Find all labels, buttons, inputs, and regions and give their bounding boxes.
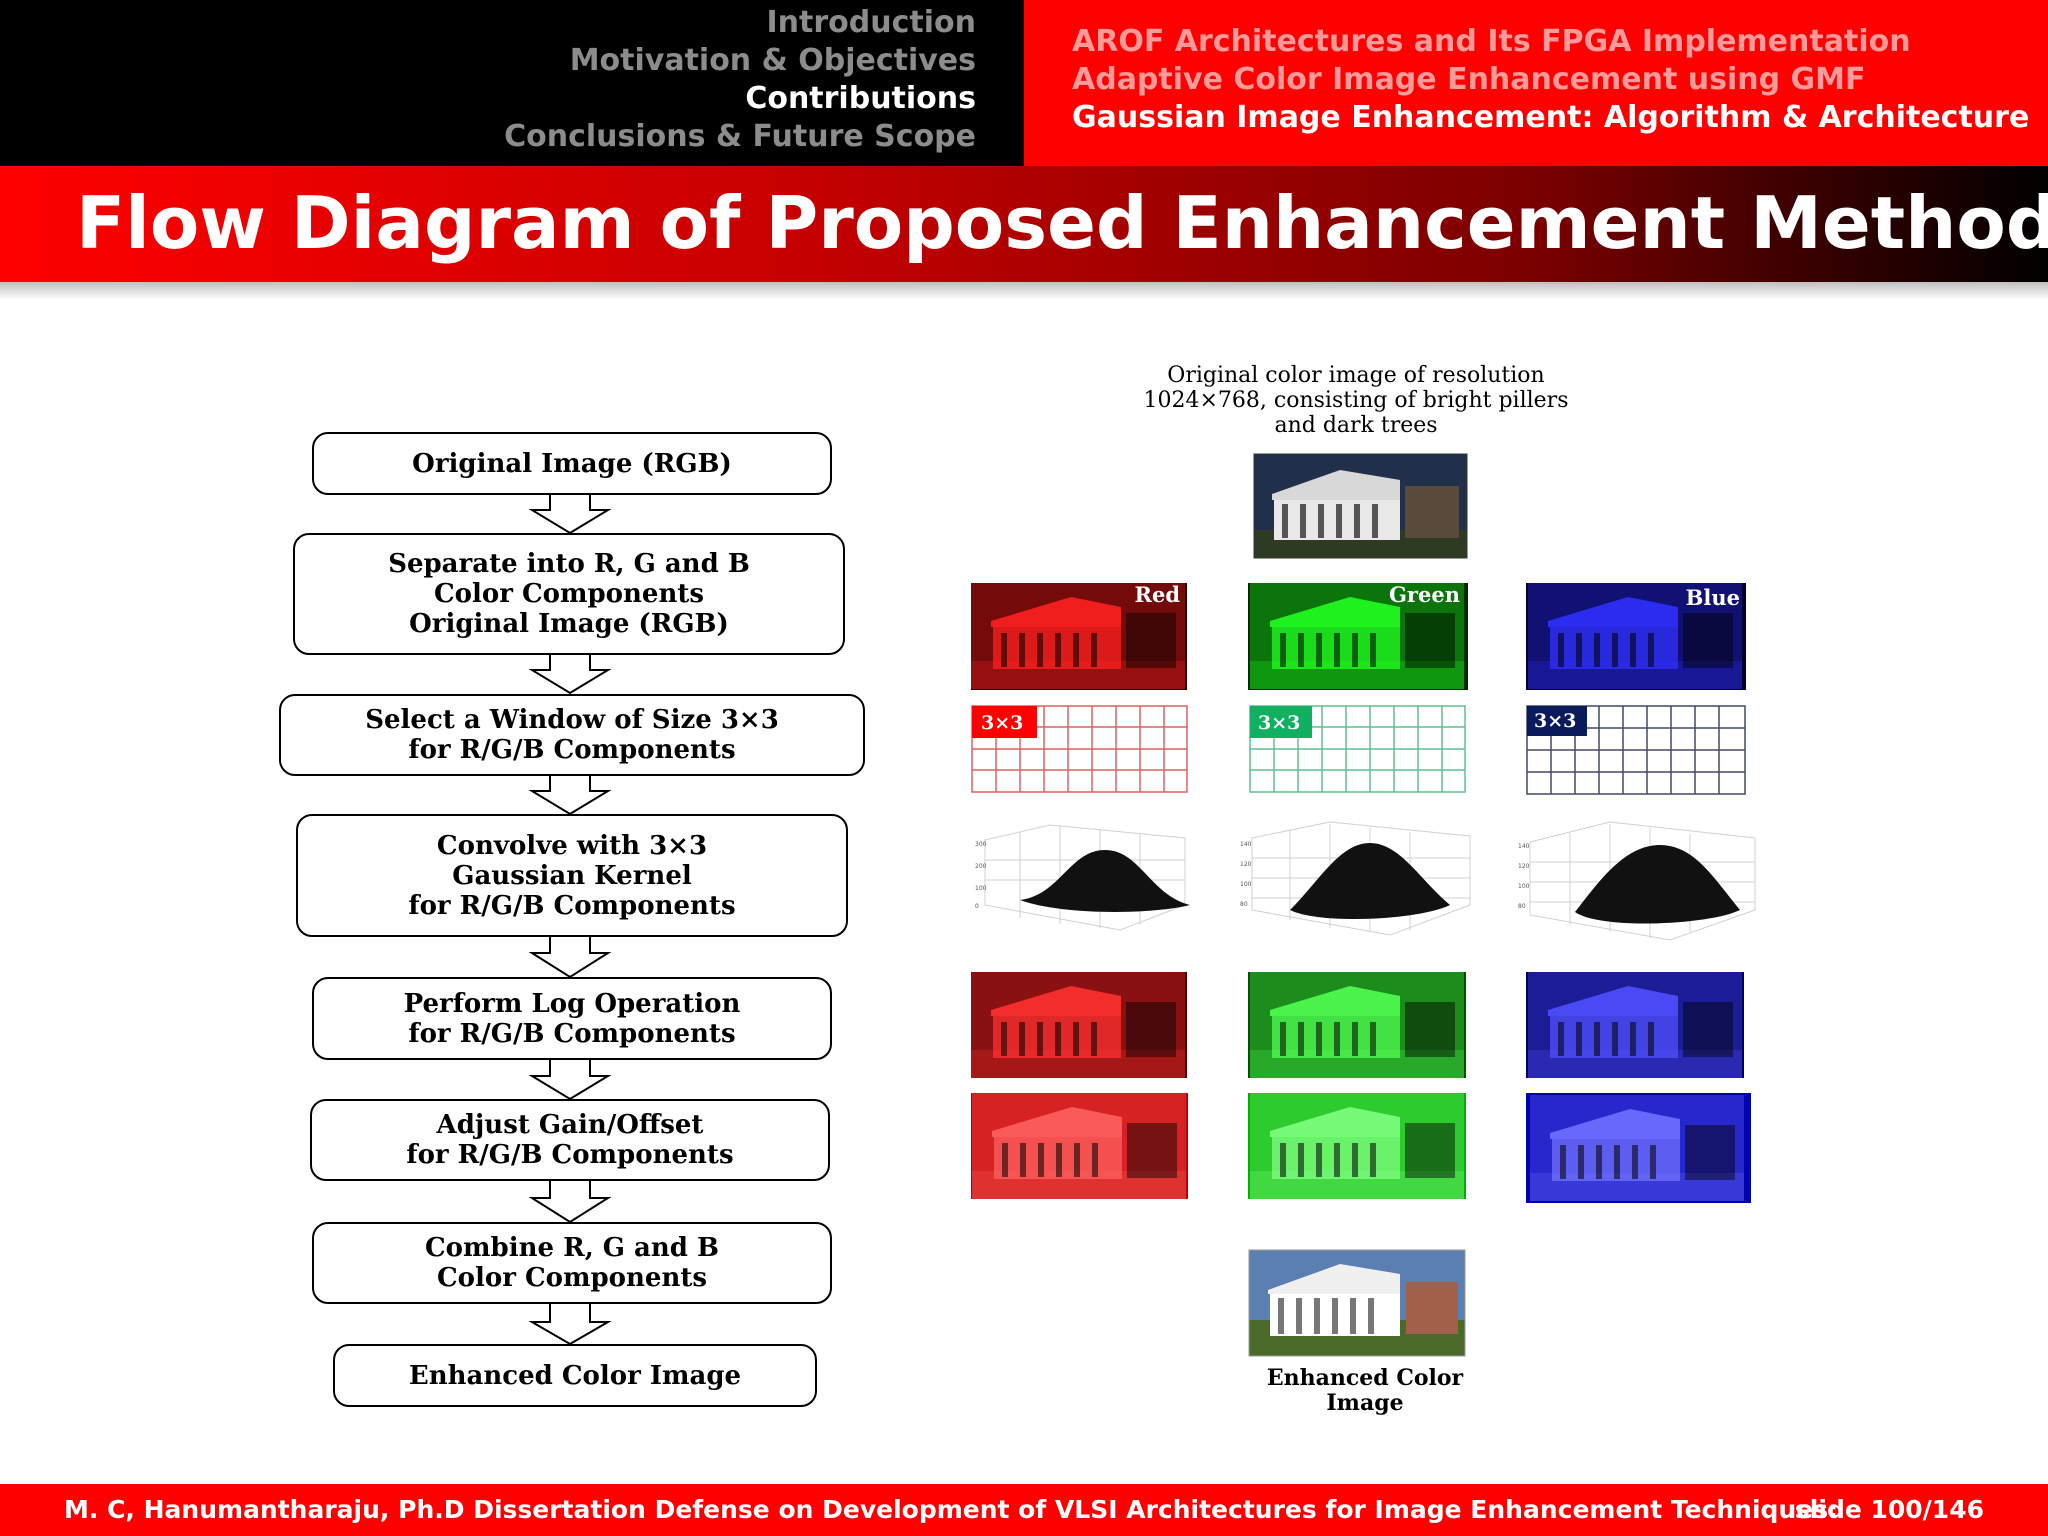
- svg-text:80: 80: [1518, 903, 1526, 910]
- flow-step-select-window: Select a Window of Size 3×3 for R/G/B Co…: [279, 694, 865, 776]
- nav-section-conclusions[interactable]: Conclusions & Future Scope: [504, 119, 976, 154]
- flow-arrow: [528, 1301, 612, 1346]
- flow-step-original-image: Original Image (RGB): [312, 432, 832, 495]
- green-gaussian-surface: 140 120 100 80: [1240, 821, 1471, 936]
- svg-text:300: 300: [975, 841, 987, 848]
- blue-gaussian-surface: 140 120 100 80: [1518, 821, 1756, 941]
- red-channel-photo: [971, 583, 1187, 690]
- title-shadow: [0, 282, 2048, 300]
- flow-step-label: Enhanced Color Image: [408, 1360, 742, 1391]
- enhanced-color-photo: [1248, 1249, 1466, 1357]
- green-log-photo: [1248, 972, 1466, 1078]
- red-window-highlight: [972, 706, 1037, 738]
- svg-text:120: 120: [1240, 861, 1252, 868]
- flow-arrow: [528, 1057, 612, 1101]
- green-gain-photo: [1248, 1093, 1466, 1199]
- svg-text:100: 100: [1240, 881, 1252, 888]
- blue-window-grid: [1526, 705, 1746, 795]
- flow-step-label: Separate into R, G and B Color Component…: [388, 549, 750, 639]
- flow-step-label: Perform Log Operation for R/G/B Componen…: [403, 988, 741, 1049]
- nav-subsection-arof[interactable]: AROF Architectures and Its FPGA Implemen…: [1072, 24, 1911, 59]
- svg-text:200: 200: [975, 863, 987, 870]
- svg-text:100: 100: [1518, 883, 1530, 890]
- svg-text:100: 100: [975, 885, 987, 892]
- flow-arrow: [528, 492, 612, 535]
- slide-number: slide 100/146: [1794, 1495, 1984, 1524]
- red-window-label: 3×3: [981, 712, 1023, 734]
- red-window-grid: [971, 705, 1188, 793]
- enhanced-image-caption: Enhanced Color Image: [1220, 1366, 1510, 1416]
- nav-section-motivation[interactable]: Motivation & Objectives: [569, 43, 976, 78]
- enhancement-illustration: Red Green Blue 3×3 3×3 3×3 300 200 100 0: [971, 453, 1756, 1357]
- nav-section-introduction[interactable]: Introduction: [766, 5, 976, 40]
- flow-step-label: Combine R, G and B Color Components: [424, 1233, 720, 1293]
- original-color-photo: [1253, 453, 1468, 559]
- caption-line: Original color image of resolution: [1167, 363, 1545, 388]
- blue-gain-photo: [1526, 1093, 1751, 1203]
- green-window-label: 3×3: [1258, 712, 1300, 734]
- svg-text:120: 120: [1518, 863, 1530, 870]
- caption-line: 1024×768, consisting of bright pillers: [1143, 388, 1569, 413]
- blue-window-highlight: [1527, 706, 1587, 736]
- subsection-nav: AROF Architectures and Its FPGA Implemen…: [1024, 0, 2048, 166]
- flow-step-gain-offset: Adjust Gain/Offset for R/G/B Components: [310, 1099, 830, 1181]
- flow-step-convolve-gaussian: Convolve with 3×3 Gaussian Kernel for R/…: [296, 814, 848, 937]
- header-navigation: Introduction Motivation & Objectives Con…: [0, 0, 2048, 166]
- svg-text:140: 140: [1240, 841, 1252, 848]
- flow-arrow: [528, 652, 612, 695]
- flow-arrow: [528, 934, 612, 979]
- flow-arrow: [528, 773, 612, 816]
- caption-line: Enhanced Color: [1266, 1365, 1464, 1391]
- svg-text:140: 140: [1518, 843, 1530, 850]
- svg-text:0: 0: [975, 903, 979, 910]
- red-channel-label: Red: [1135, 582, 1181, 607]
- blue-window-label: 3×3: [1534, 710, 1576, 732]
- caption-line: Image: [1326, 1390, 1404, 1416]
- blue-channel-label: Blue: [1686, 585, 1740, 610]
- flow-step-combine: Combine R, G and B Color Components: [312, 1222, 832, 1304]
- nav-section-contributions[interactable]: Contributions: [745, 81, 976, 116]
- caption-line: and dark trees: [1274, 413, 1438, 438]
- svg-text:80: 80: [1240, 901, 1248, 908]
- flow-step-log-operation: Perform Log Operation for R/G/B Componen…: [312, 977, 832, 1060]
- green-window-grid: [1249, 705, 1466, 793]
- blue-channel-photo: [1526, 583, 1746, 690]
- blue-log-photo: [1526, 972, 1744, 1078]
- flow-arrows: [528, 492, 612, 1346]
- red-gaussian-surface: 300 200 100 0: [975, 824, 1190, 931]
- slide-title-bar: Flow Diagram of Proposed Enhancement Met…: [0, 166, 2048, 282]
- original-image-caption: Original color image of resolution 1024×…: [1082, 363, 1630, 438]
- flow-arrow: [528, 1178, 612, 1224]
- nav-subsection-adaptive[interactable]: Adaptive Color Image Enhancement using G…: [1072, 62, 1866, 97]
- footer-text: M. C, Hanumantharaju, Ph.D Dissertation …: [64, 1495, 1839, 1524]
- green-window-highlight: [1250, 706, 1312, 738]
- green-channel-photo: [1248, 583, 1468, 690]
- red-log-photo: [971, 972, 1187, 1078]
- flow-step-label: Adjust Gain/Offset for R/G/B Components: [406, 1110, 734, 1170]
- slide-title: Flow Diagram of Proposed Enhancement Met…: [76, 181, 2048, 265]
- flow-step-enhanced-image: Enhanced Color Image: [333, 1344, 817, 1407]
- flow-step-separate-components: Separate into R, G and B Color Component…: [293, 533, 845, 655]
- slide-footer: M. C, Hanumantharaju, Ph.D Dissertation …: [0, 1484, 2048, 1536]
- section-nav: Introduction Motivation & Objectives Con…: [0, 0, 1024, 166]
- nav-subsection-gaussian[interactable]: Gaussian Image Enhancement: Algorithm & …: [1072, 100, 2030, 135]
- flow-step-label: Convolve with 3×3 Gaussian Kernel for R/…: [408, 830, 736, 921]
- flow-step-label: Select a Window of Size 3×3 for R/G/B Co…: [365, 705, 779, 765]
- flow-step-label: Original Image (RGB): [412, 448, 732, 479]
- red-gain-photo: [971, 1093, 1188, 1199]
- green-channel-label: Green: [1389, 582, 1460, 607]
